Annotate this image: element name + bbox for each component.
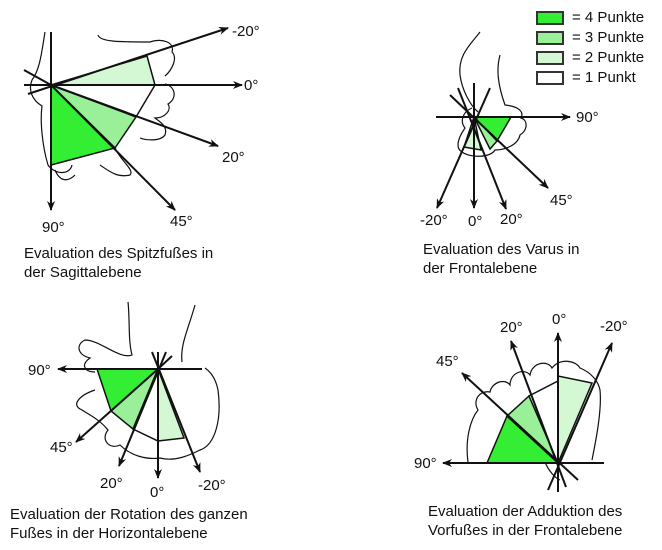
axis-varus-minus20: [436, 87, 491, 209]
legend-label: = 1 Punkt: [572, 69, 636, 86]
legend-item-3: = 3 Punkte: [536, 28, 644, 47]
caption-line: Evaluation des Varus in: [423, 241, 580, 258]
label-adduction-minus20: -20°: [600, 318, 628, 335]
legend-swatch-1: [536, 70, 564, 85]
legend-swatch-4: [536, 10, 564, 25]
panel-rotation: 90° 45° 20° 0° -20°: [28, 301, 226, 501]
label-sagittal-90: 90°: [42, 219, 65, 236]
caption-line: der Sagittalebene: [24, 264, 142, 281]
label-varus-45: 45°: [550, 192, 573, 209]
panel-sagittal: -20° 0° 20° 45° 90°: [23, 23, 260, 236]
caption-varus: Evaluation des Varus in der Frontalebene: [423, 240, 579, 278]
axis-rotation-45: [75, 368, 159, 443]
axis-varus-45: [449, 94, 549, 189]
axis-sagittal-back: [23, 69, 52, 86]
label-varus-90: 90°: [576, 109, 599, 126]
zone-adduction-0-minus20: [557, 375, 594, 464]
label-sagittal-minus20: -20°: [232, 23, 260, 40]
legend-label: = 4 Punkte: [572, 9, 645, 26]
label-rotation-0: 0°: [150, 484, 164, 501]
label-adduction-0: 0°: [552, 311, 566, 328]
label-rotation-20: 20°: [100, 475, 123, 492]
caption-rotation: Evaluation der Rotation des ganzen Fußes…: [10, 505, 248, 543]
legend: = 4 Punkte = 3 Punkte = 2 Punkte = 1 Pun…: [536, 8, 644, 88]
legend-label: = 2 Punkte: [572, 49, 645, 66]
caption-line: der Frontalebene: [423, 260, 538, 277]
panel-varus: 90° 45° 20° 0° -20°: [420, 31, 599, 230]
axis-sagittal-20: [50, 84, 219, 147]
zone-rotation-0-minus20: [157, 368, 186, 442]
legend-swatch-3: [536, 30, 564, 45]
foot-sketch-sagittal: [29, 31, 176, 181]
foot-sketch-varus: [457, 31, 527, 157]
axis-varus-20: [457, 87, 507, 210]
caption-sagittal: Evaluation des Spitzfußes in der Sagitta…: [24, 244, 213, 282]
axis-sagittal-minus20: [27, 27, 229, 95]
label-varus-minus20: -20°: [420, 212, 448, 229]
caption-line: Fußes in der Horizontalebene: [10, 525, 208, 542]
zone-varus-minus20-0: [463, 114, 482, 151]
caption-adduction: Evaluation der Adduktion des Vorfußes in…: [428, 502, 622, 540]
panel-adduction: 20° 0° -20° 45° 90°: [414, 311, 628, 492]
caption-line: Evaluation der Rotation des ganzen: [10, 506, 248, 523]
caption-line: Vorfußes in der Frontalebene: [428, 522, 623, 539]
legend-swatch-2: [536, 50, 564, 65]
label-adduction-45: 45°: [436, 353, 459, 370]
legend-item-1: = 1 Punkt: [536, 68, 644, 87]
label-adduction-90: 90°: [414, 455, 437, 472]
label-rotation-minus20: -20°: [198, 477, 226, 494]
axis-rotation-20: [118, 351, 167, 467]
legend-item-2: = 2 Punkte: [536, 48, 644, 67]
label-varus-0: 0°: [468, 213, 482, 230]
axis-rotation-minus20: [151, 351, 201, 473]
caption-line: Evaluation der Adduktion des: [428, 503, 623, 520]
legend-label: = 3 Punkte: [572, 29, 645, 46]
label-sagittal-0: 0°: [244, 77, 258, 94]
foot-sketch-rotation: [76, 301, 220, 460]
label-rotation-45: 45°: [50, 439, 73, 456]
axis-sagittal-45: [50, 84, 176, 211]
axis-adduction-20: [510, 340, 567, 488]
label-rotation-90: 90°: [28, 362, 51, 379]
caption-line: Evaluation des Spitzfußes in: [24, 245, 214, 262]
axis-rotation-tick: [157, 355, 173, 370]
label-adduction-20: 20°: [500, 319, 523, 336]
legend-item-4: = 4 Punkte: [536, 8, 644, 27]
label-varus-20: 20°: [500, 211, 523, 228]
axis-adduction-minus20: [547, 342, 613, 491]
label-sagittal-20: 20°: [222, 149, 245, 166]
axis-adduction-45: [461, 372, 579, 481]
label-sagittal-45: 45°: [170, 213, 193, 230]
